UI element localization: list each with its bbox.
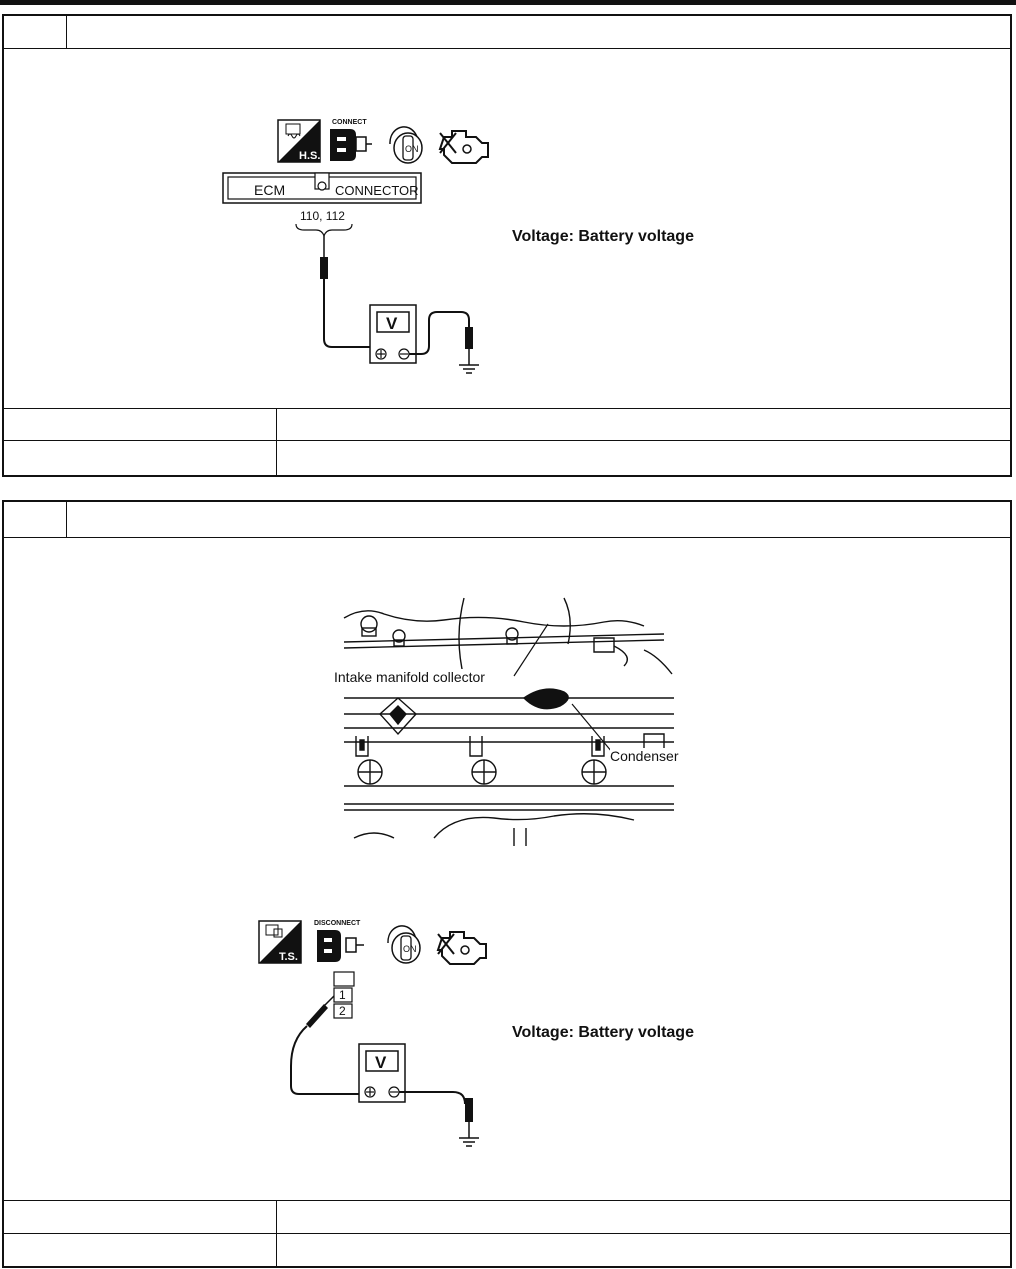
disconnect-label: DISCONNECT: [314, 920, 361, 927]
voltmeter: V: [369, 304, 417, 364]
ground-icon: [459, 1137, 479, 1147]
test-mode-icon: T.S.: [258, 920, 302, 964]
meter-label: V: [386, 314, 398, 333]
page-top-rule: [0, 0, 1016, 5]
step-1-result-row-ok: [4, 408, 1010, 441]
label-condenser: Condenser: [610, 748, 679, 764]
step-2-block: T.S. DISCONNECT ON: [2, 500, 1012, 1268]
connect-icon: CONNECT: [330, 119, 372, 161]
condenser-connector: 1 2: [333, 971, 355, 1019]
on-label: ON: [405, 144, 419, 154]
step-1-voltage-spec: Voltage: Battery voltage: [512, 228, 694, 245]
engine-off-icon: [436, 931, 487, 965]
step-2-result-row-ng: [4, 1233, 1010, 1266]
disconnect-icon: DISCONNECT: [314, 920, 364, 962]
step-2-diagram: T.S. DISCONNECT ON: [4, 538, 1010, 1200]
step-2-voltage-spec: Voltage: Battery voltage: [512, 1024, 694, 1041]
engine-bay-illustration: [343, 597, 674, 846]
engine-off-icon: [438, 130, 489, 164]
hs-label: H.S.: [299, 150, 320, 162]
ground-icon: [459, 364, 479, 374]
connector-right-label: CONNECTOR: [335, 183, 419, 198]
step-2-header: [4, 502, 1010, 538]
ignition-on-icon: ON: [389, 126, 423, 164]
step-2-result-row-ok: [4, 1200, 1010, 1234]
terminal-1: 1: [339, 988, 346, 1002]
connect-label: CONNECT: [332, 119, 367, 126]
hot-soak-icon: H.S.: [277, 119, 321, 163]
ecm-connector: ECM CONNECTOR: [222, 172, 422, 204]
voltmeter: V: [358, 1043, 406, 1103]
negative-probe: [465, 1098, 473, 1122]
positive-probe: [306, 1004, 328, 1028]
step-1-result-row-ng: [4, 440, 1010, 475]
step-1-block: H.S. CONNECT ON: [2, 14, 1012, 477]
positive-probe: [320, 257, 328, 279]
step-2-diagram-svg: T.S. DISCONNECT ON: [258, 597, 674, 1147]
terminal-brace: [295, 223, 353, 238]
connector-left-label: ECM: [254, 182, 285, 198]
on-label: ON: [403, 944, 417, 954]
step-1-header: [4, 16, 1010, 49]
step-1-diagram-svg: H.S. CONNECT ON: [222, 119, 489, 374]
step-1-diagram: H.S. CONNECT ON: [4, 49, 1010, 408]
meter-label: V: [375, 1053, 387, 1072]
ignition-on-icon: ON: [387, 925, 421, 964]
ts-label: T.S.: [279, 951, 298, 963]
negative-probe: [465, 327, 473, 349]
terminal-numbers: 110, 112: [300, 209, 345, 223]
terminal-2: 2: [339, 1004, 346, 1018]
label-intake-manifold-collector: Intake manifold collector: [334, 669, 485, 685]
